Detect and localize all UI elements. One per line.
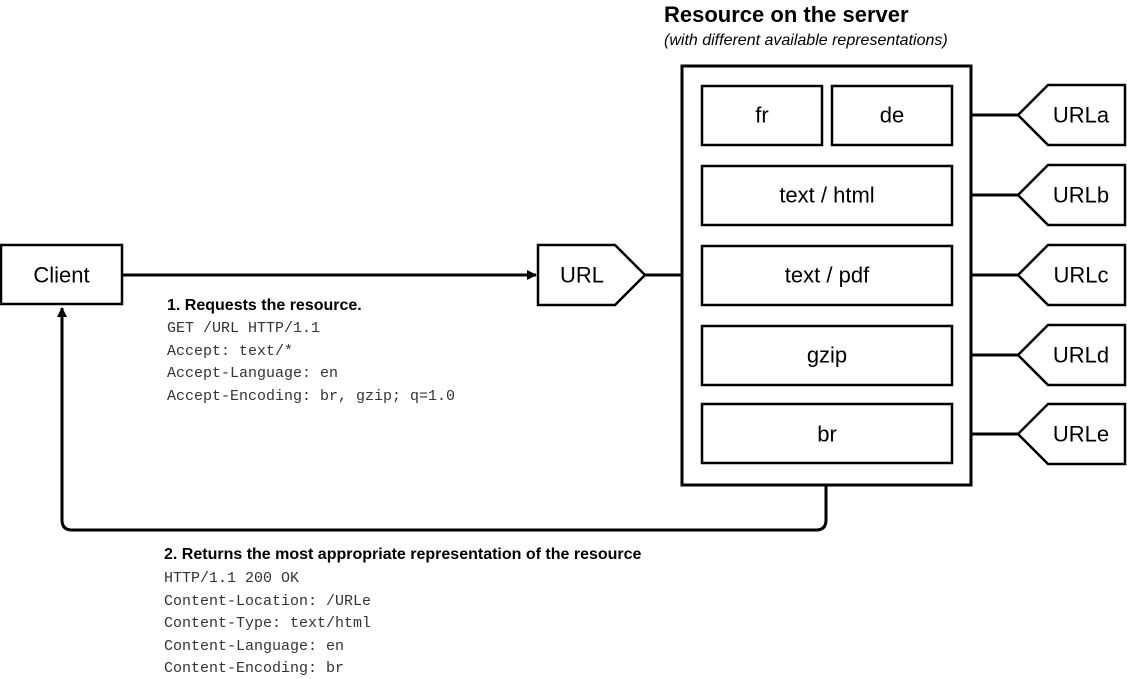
request-heading: 1. Requests the resource. xyxy=(167,297,362,314)
representation-de-label: de xyxy=(880,103,904,128)
request-line: Accept-Language: en xyxy=(167,365,338,382)
response-line: Content-Type: text/html xyxy=(164,615,371,632)
representation-br-label: br xyxy=(817,422,837,447)
representation-text-pdf-label: text / pdf xyxy=(785,263,870,288)
url-tag-c-label: URLc xyxy=(1053,263,1108,288)
response-line: Content-Location: /URLe xyxy=(164,593,371,610)
request-annotation: 1. Requests the resource. GET /URL HTTP/… xyxy=(167,297,455,405)
response-annotation: 2. Returns the most appropriate represen… xyxy=(164,546,642,677)
url-tag-b: URLb xyxy=(1016,163,1127,227)
url-tag-a-label: URLa xyxy=(1053,103,1110,128)
response-arrow xyxy=(57,307,828,532)
representation-fr-label: fr xyxy=(755,103,768,128)
representation-fr: fr xyxy=(700,84,824,147)
url-tag-e-label: URLe xyxy=(1053,422,1109,447)
url-tag-a: URLa xyxy=(1016,83,1127,147)
representation-br: br xyxy=(700,402,954,465)
url-tag-e: URLe xyxy=(1016,402,1127,466)
url-tag-d: URLd xyxy=(1016,323,1127,387)
representation-text-pdf: text / pdf xyxy=(700,244,954,307)
client-node: Client xyxy=(0,243,124,306)
url-tag-b-label: URLb xyxy=(1053,183,1109,208)
request-line: Accept-Encoding: br, gzip; q=1.0 xyxy=(167,388,455,405)
request-line: Accept: text/* xyxy=(167,343,293,360)
url-tag-d-label: URLd xyxy=(1053,343,1109,368)
url-node: URL xyxy=(536,243,647,307)
server-title: Resource on the server xyxy=(664,2,909,27)
representation-gzip-label: gzip xyxy=(807,343,847,368)
request-line: GET /URL HTTP/1.1 xyxy=(167,320,320,337)
representation-text-html-label: text / html xyxy=(779,183,874,208)
response-line: HTTP/1.1 200 OK xyxy=(164,570,299,587)
response-line: Content-Language: en xyxy=(164,638,344,655)
client-label: Client xyxy=(33,263,89,288)
url-tag-c: URLc xyxy=(1016,243,1127,307)
representation-gzip: gzip xyxy=(700,324,954,387)
response-line: Content-Encoding: br xyxy=(164,660,344,677)
response-heading: 2. Returns the most appropriate represen… xyxy=(164,546,642,563)
url-label: URL xyxy=(560,263,604,288)
server-subtitle: (with different available representation… xyxy=(664,32,948,49)
representation-text-html: text / html xyxy=(700,164,954,227)
representation-de: de xyxy=(830,84,954,147)
